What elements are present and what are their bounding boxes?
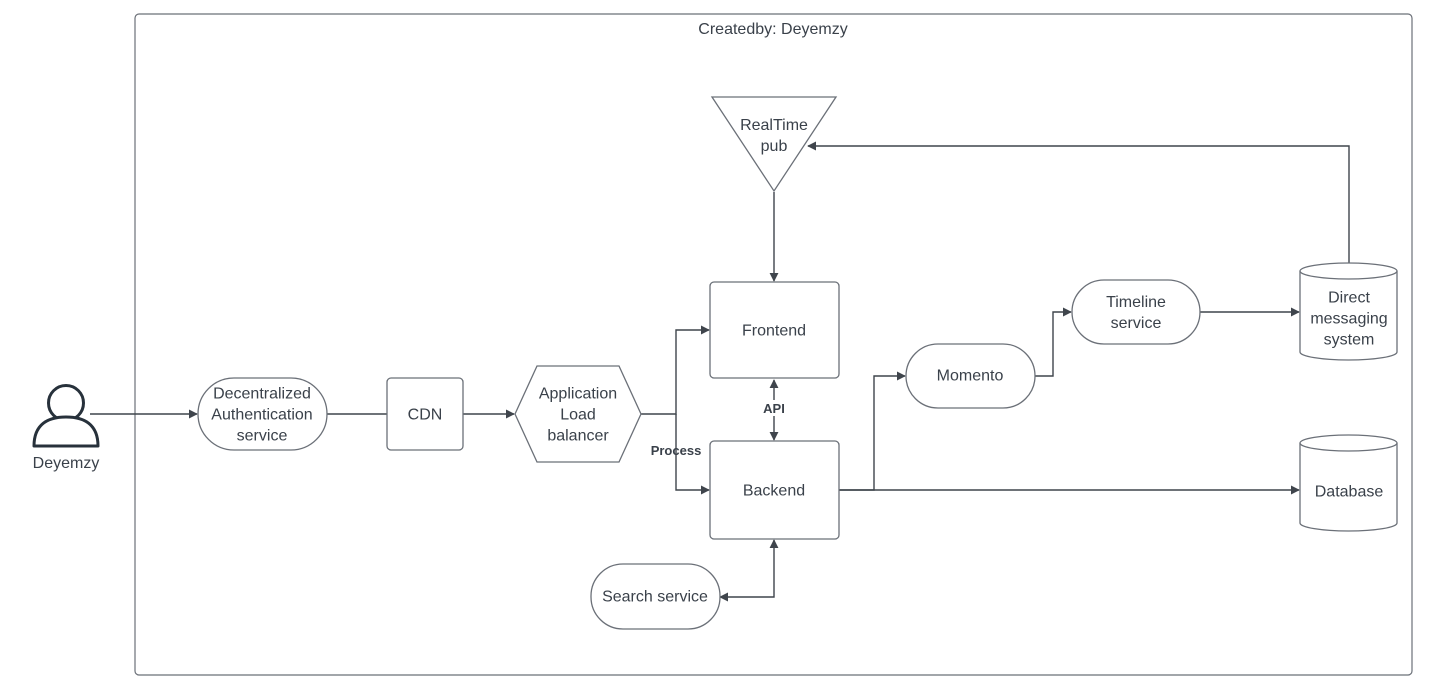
node-label-line: CDN (408, 407, 443, 424)
node-realtime-pub[interactable]: RealTime pub (710, 96, 838, 193)
node-timeline-service[interactable]: Timeline service (1071, 279, 1201, 345)
dm-cylinder-top (1299, 262, 1398, 280)
node-cdn[interactable]: CDN (386, 377, 464, 451)
node-label-line: Application (539, 386, 617, 403)
node-label-line: RealTime (740, 117, 808, 134)
node-label-line: messaging (1310, 311, 1387, 328)
edge-alb-to-backend (675, 414, 710, 495)
frontend-shape (709, 281, 840, 379)
node-momento[interactable]: Momento (905, 343, 1036, 409)
momento-shape (905, 343, 1036, 409)
auth-shape (197, 377, 328, 451)
node-label-line: Decentralized (213, 386, 311, 403)
database-cylinder-body (1299, 443, 1398, 532)
node-label-line: Direct (1328, 290, 1370, 307)
node-label-line: system (1324, 332, 1375, 349)
user-icon (32, 384, 100, 448)
database-cylinder-top (1299, 434, 1398, 452)
node-search-service[interactable]: Search service (590, 563, 721, 630)
edge-label-process: Process (651, 443, 702, 458)
node-label-line: Frontend (742, 323, 806, 340)
actor-label: Deyemzy (33, 455, 100, 472)
cdn-shape (386, 377, 464, 451)
node-direct-messaging[interactable]: Direct messaging system (1299, 262, 1398, 361)
dm-cylinder-body (1299, 271, 1398, 361)
node-backend[interactable]: Backend (709, 440, 840, 540)
node-label-line: Backend (743, 483, 805, 500)
frame-title: Createdby: Deyemzy (698, 21, 847, 38)
api-label-bg (760, 400, 788, 416)
realtime-shape (710, 96, 838, 193)
backend-shape (709, 440, 840, 540)
node-label-line: Search service (602, 589, 708, 606)
edge-label-api: API (763, 401, 785, 416)
edge-dm-to-realtime (807, 141, 1350, 265)
edge-backend-to-momento (839, 371, 906, 491)
timeline-shape (1071, 279, 1201, 345)
node-label-line: Momento (937, 368, 1004, 385)
node-label-line: service (1111, 315, 1162, 332)
alb-shape (514, 365, 642, 463)
edge-momento-to-timeline (1035, 307, 1072, 377)
dm-label: Direct messaging system (1310, 290, 1387, 349)
database-label: Database (1315, 484, 1384, 501)
frontend-label: Frontend (742, 323, 806, 340)
node-frontend[interactable]: Frontend (709, 281, 840, 379)
momento-label: Momento (937, 368, 1004, 385)
backend-label: Backend (743, 483, 805, 500)
timeline-label: Timeline service (1106, 294, 1166, 332)
node-database[interactable]: Database (1299, 434, 1398, 532)
actor-user[interactable]: Deyemzy (32, 384, 100, 473)
edge-alb-to-frontend (641, 325, 710, 415)
search-label: Search service (602, 589, 708, 606)
node-label-line: Load (560, 407, 596, 424)
edge-backend-search (719, 539, 779, 602)
cdn-label: CDN (408, 407, 443, 424)
search-shape (590, 563, 721, 630)
node-label-line: pub (761, 138, 788, 155)
node-label-line: Timeline (1106, 294, 1166, 311)
node-label-line: balancer (547, 428, 609, 445)
realtime-label: RealTime pub (740, 117, 808, 155)
edges (90, 141, 1350, 602)
node-label-line: service (237, 428, 288, 445)
node-label-line: Authentication (211, 407, 312, 424)
node-label-line: Database (1315, 484, 1384, 501)
